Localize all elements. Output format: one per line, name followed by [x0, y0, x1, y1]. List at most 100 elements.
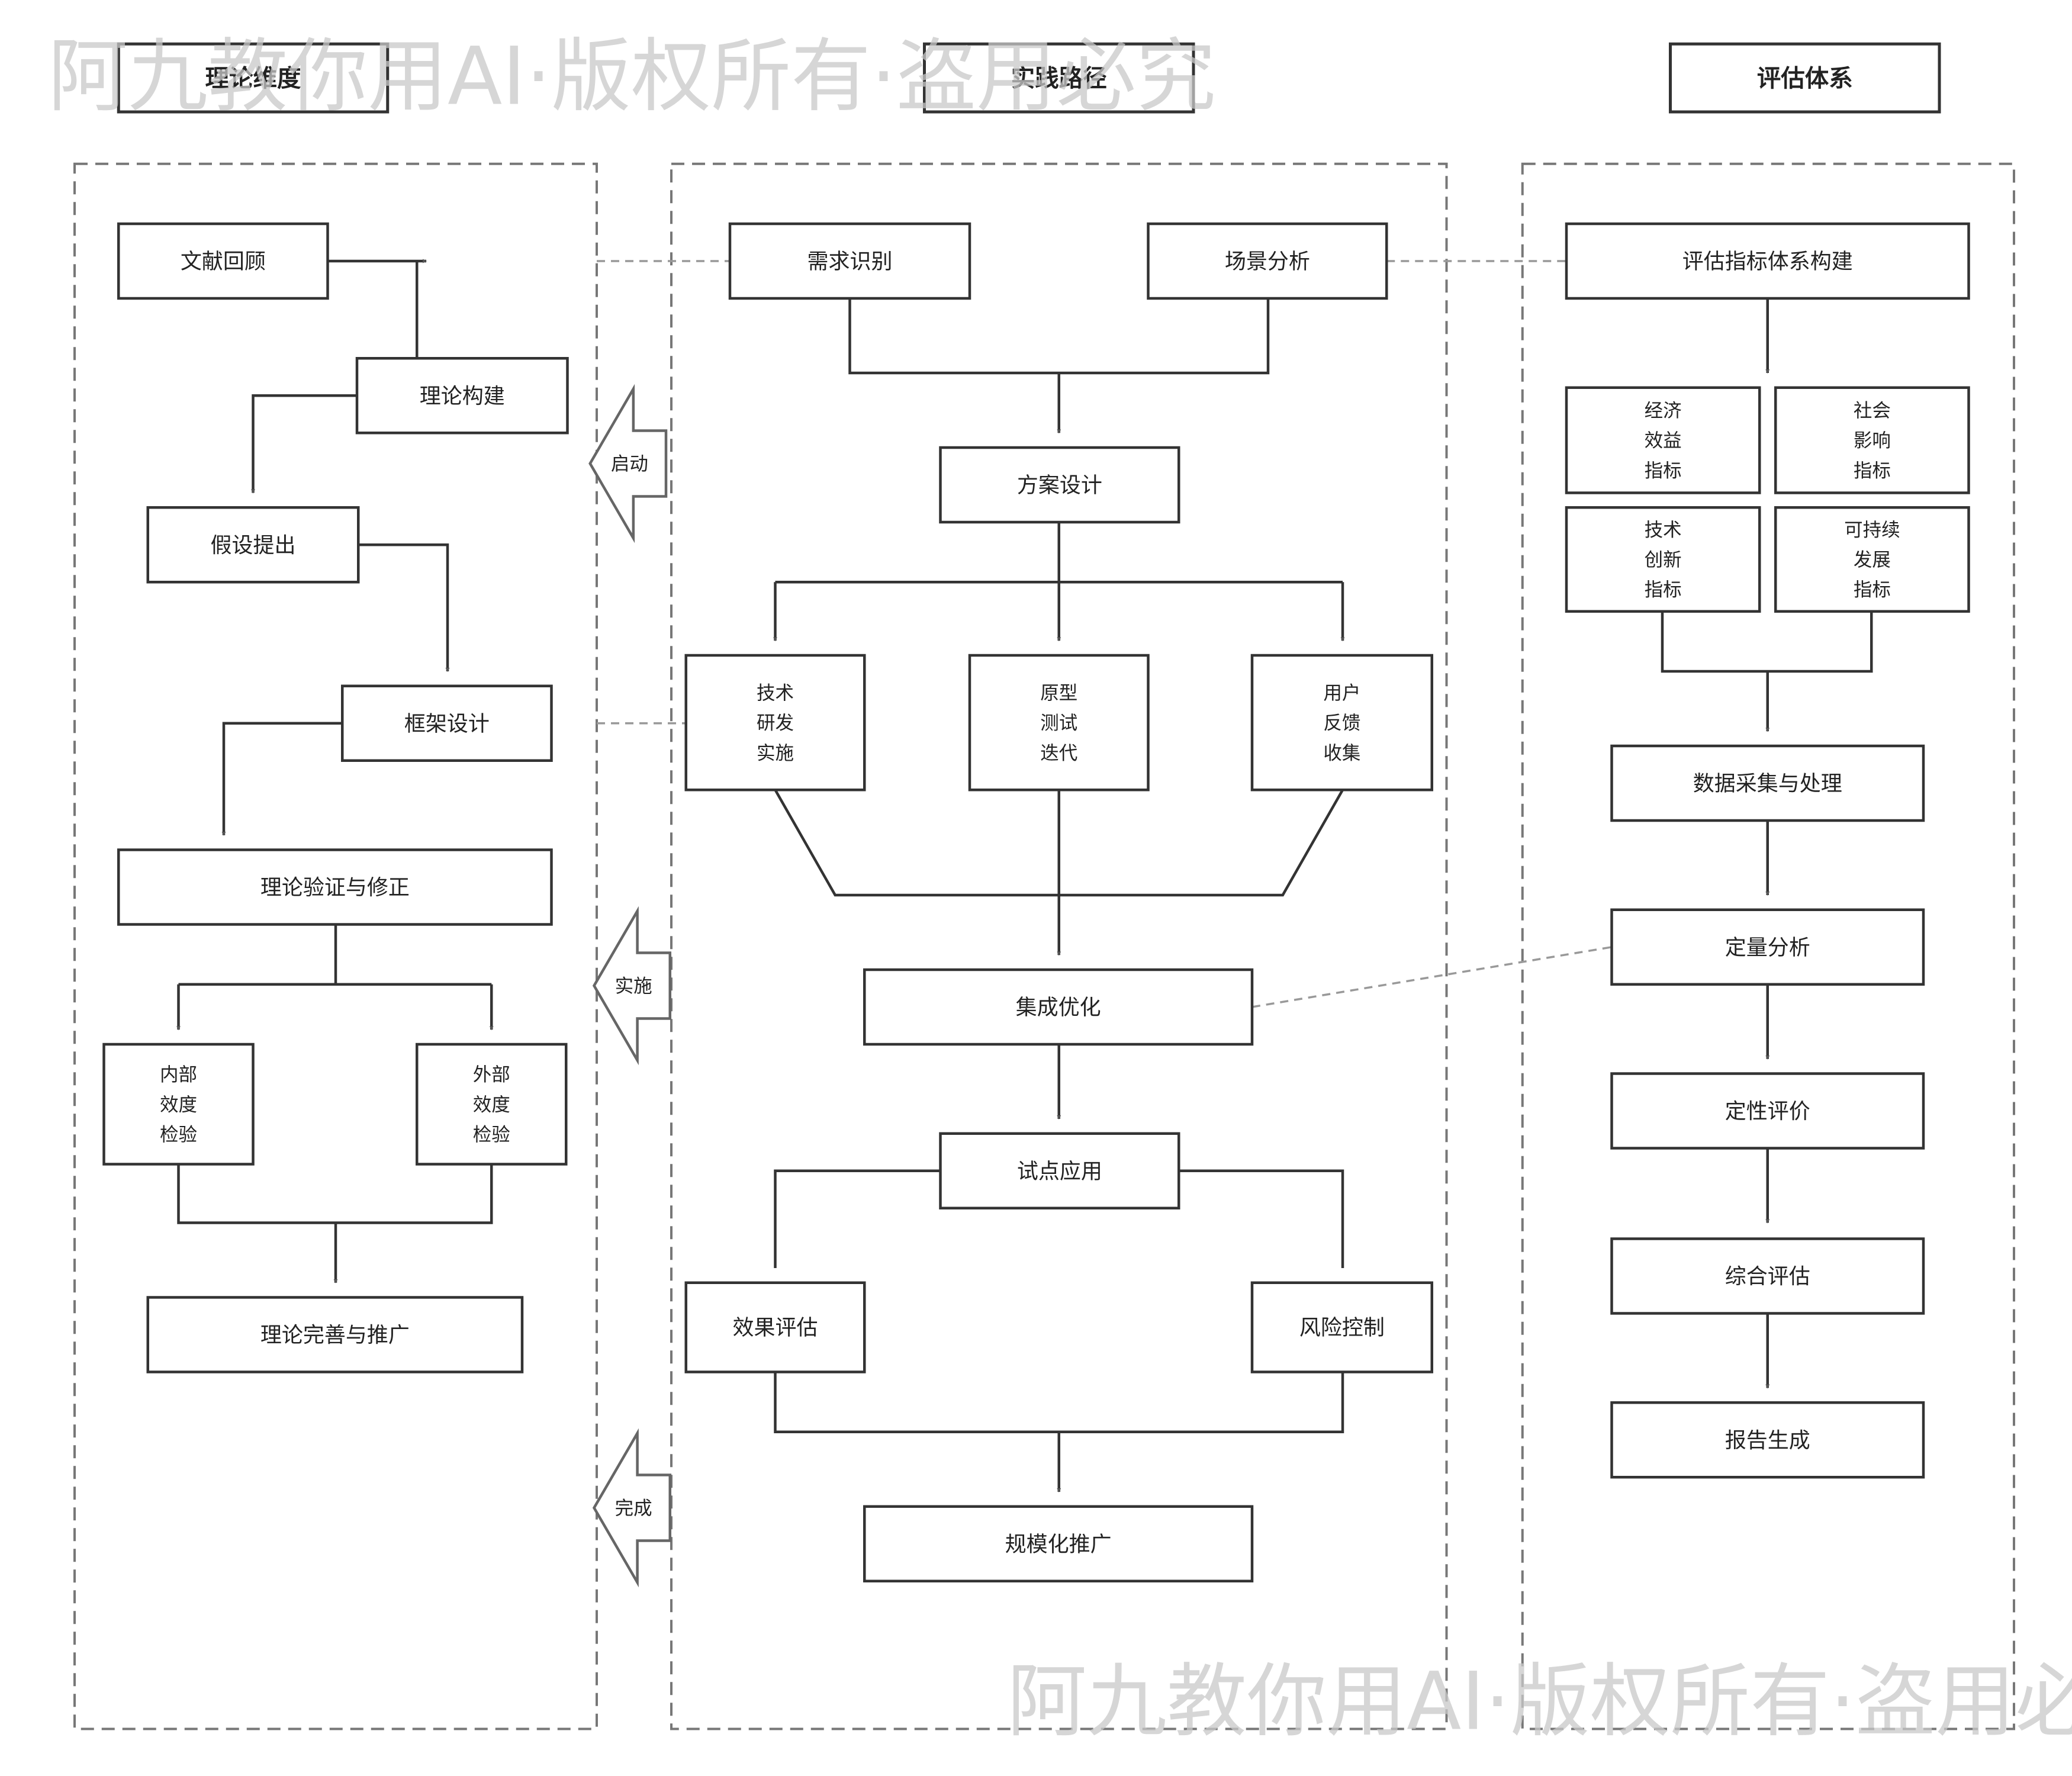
node-needs-identification-shape — [728, 222, 971, 300]
node-theory-refinement-shape — [146, 1296, 524, 1373]
node-report-generation-shape — [1610, 1401, 1925, 1479]
node-economic-indicator-shape — [1565, 386, 1761, 494]
node-external-validity-label: 外部效度检验 — [473, 1064, 510, 1146]
node-report-generation-label: 报告生成 — [1725, 1428, 1810, 1453]
node-internal-validity: 内部效度检验 — [102, 1043, 255, 1166]
node-comprehensive-evaluation-label: 综合评估 — [1725, 1265, 1810, 1289]
node-scenario-analysis: 场景分析 — [1147, 222, 1388, 300]
node-hypothesis-shape — [146, 506, 360, 584]
stage-implement-arrow: 实施 — [592, 906, 671, 1066]
node-pilot: 试点应用 — [939, 1132, 1180, 1209]
node-scale-up-shape — [863, 1505, 1254, 1582]
node-social-indicator-shape — [1774, 386, 1970, 494]
node-effect-evaluation-shape — [684, 1281, 866, 1373]
node-sustainability-indicator-shape — [1774, 506, 1970, 613]
node-solution-design-shape — [939, 446, 1180, 524]
node-tech-innovation-indicator: 技术创新指标 — [1565, 506, 1761, 613]
node-risk-control: 风险控制 — [1250, 1281, 1433, 1373]
node-prototype-testing-shape — [968, 654, 1150, 792]
node-literature-review-label: 文献回顾 — [181, 250, 266, 274]
node-data-processing-shape — [1610, 744, 1925, 822]
connector-validity-merge — [177, 1164, 493, 1224]
node-integration-label: 集成优化 — [1016, 996, 1101, 1020]
dashed-link-integration-quantitative — [1251, 946, 1612, 1008]
column-header-theory-shape — [117, 42, 390, 114]
node-qualitative-evaluation-label: 定性评价 — [1725, 1099, 1810, 1124]
node-data-processing-label: 数据采集与处理 — [1693, 772, 1842, 796]
connector-pilot-to-effect — [774, 1169, 941, 1268]
arrow-hypothesis-to-framework — [358, 543, 450, 673]
node-social-indicator-label: 社会影响指标 — [1854, 400, 1891, 481]
node-internal-validity-label: 内部效度检验 — [160, 1064, 197, 1146]
node-literature-review-shape — [117, 222, 329, 300]
stage-complete-arrow: 完成 — [592, 1428, 671, 1588]
node-theory-construction-label: 理论构建 — [420, 384, 505, 408]
node-tech-rd: 技术研发实施 — [684, 654, 866, 792]
stage-start-arrow-label: 启动 — [611, 453, 648, 475]
column-header-evaluation: 评估体系 — [1669, 42, 1941, 114]
node-literature-review: 文献回顾 — [117, 222, 329, 300]
node-solution-design-label: 方案设计 — [1017, 474, 1102, 498]
stage-complete-arrow-shape — [592, 1428, 671, 1588]
column-header-practice-shape — [923, 42, 1195, 114]
column-container-practice — [670, 162, 1448, 1730]
node-hypothesis-label: 假设提出 — [210, 533, 295, 558]
node-pilot-label: 试点应用 — [1017, 1159, 1102, 1183]
node-indicator-system-shape — [1565, 222, 1970, 300]
node-hypothesis: 假设提出 — [146, 506, 360, 584]
watermark-bottom: 阿九教你用AI·版权所有·盗用必究 — [1007, 1655, 2072, 1748]
node-internal-validity-shape — [102, 1043, 255, 1166]
node-tech-innovation-indicator-label: 技术创新指标 — [1645, 519, 1682, 600]
node-indicator-system: 评估指标体系构建 — [1565, 222, 1970, 300]
node-external-validity: 外部效度检验 — [416, 1043, 568, 1166]
connector-evaluation-merge — [774, 1372, 1344, 1433]
connector-indicators-merge — [1661, 611, 1873, 673]
node-user-feedback-shape — [1250, 654, 1433, 792]
stage-complete-arrow-label: 完成 — [615, 1498, 652, 1519]
node-quantitative-analysis-label: 定量分析 — [1725, 935, 1810, 960]
node-scale-up-label: 规模化推广 — [1005, 1532, 1112, 1556]
node-theory-verification: 理论验证与修正 — [117, 848, 553, 926]
node-needs-identification-label: 需求识别 — [807, 250, 892, 274]
stage-implement-arrow-shape — [592, 906, 671, 1066]
node-risk-control-label: 风险控制 — [1299, 1316, 1385, 1340]
node-prototype-testing-label: 原型测试迭代 — [1040, 683, 1077, 764]
node-comprehensive-evaluation: 综合评估 — [1610, 1237, 1925, 1315]
node-risk-control-shape — [1250, 1281, 1433, 1373]
node-tech-rd-label: 技术研发实施 — [757, 683, 794, 764]
node-social-indicator: 社会影响指标 — [1774, 386, 1970, 494]
node-theory-verification-shape — [117, 848, 553, 926]
column-container-theory — [73, 162, 598, 1730]
column-header-theory: 理论维度 — [117, 42, 390, 114]
node-scenario-analysis-shape — [1147, 222, 1388, 300]
node-effect-evaluation: 效果评估 — [684, 1281, 866, 1373]
node-sustainability-indicator: 可持续发展指标 — [1774, 506, 1970, 613]
connector-needs-scenario-merge — [848, 298, 1270, 375]
node-theory-construction-shape — [355, 357, 569, 435]
node-tech-rd-shape — [684, 654, 866, 792]
node-qualitative-evaluation-shape — [1610, 1072, 1925, 1150]
node-framework-design-label: 框架设计 — [404, 712, 490, 736]
node-theory-refinement: 理论完善与推广 — [146, 1296, 524, 1373]
node-framework-design-shape — [341, 684, 553, 762]
watermark-top: 阿九教你用AI·版权所有·盗用必究 — [48, 30, 1216, 123]
column-header-practice-label: 实践路径 — [1011, 64, 1107, 92]
arrow-framework-to-verification — [221, 722, 343, 836]
node-effect-evaluation-label: 效果评估 — [732, 1316, 818, 1340]
node-economic-indicator-label: 经济效益指标 — [1645, 400, 1682, 481]
node-integration-shape — [863, 968, 1254, 1046]
node-scale-up: 规模化推广 — [863, 1505, 1254, 1582]
node-indicator-system-label: 评估指标体系构建 — [1682, 250, 1853, 274]
node-data-processing: 数据采集与处理 — [1610, 744, 1925, 822]
column-header-theory-label: 理论维度 — [205, 64, 301, 92]
column-header-evaluation-label: 评估体系 — [1757, 64, 1853, 92]
column-container-evaluation — [1521, 162, 2015, 1730]
node-qualitative-evaluation: 定性评价 — [1610, 1072, 1925, 1150]
node-solution-design: 方案设计 — [939, 446, 1180, 524]
node-quantitative-analysis: 定量分析 — [1610, 908, 1925, 986]
stage-start-arrow: 启动 — [588, 384, 668, 543]
connector-pilot-to-risk — [1179, 1169, 1344, 1268]
arrow-construction-to-hypothesis — [251, 394, 357, 494]
